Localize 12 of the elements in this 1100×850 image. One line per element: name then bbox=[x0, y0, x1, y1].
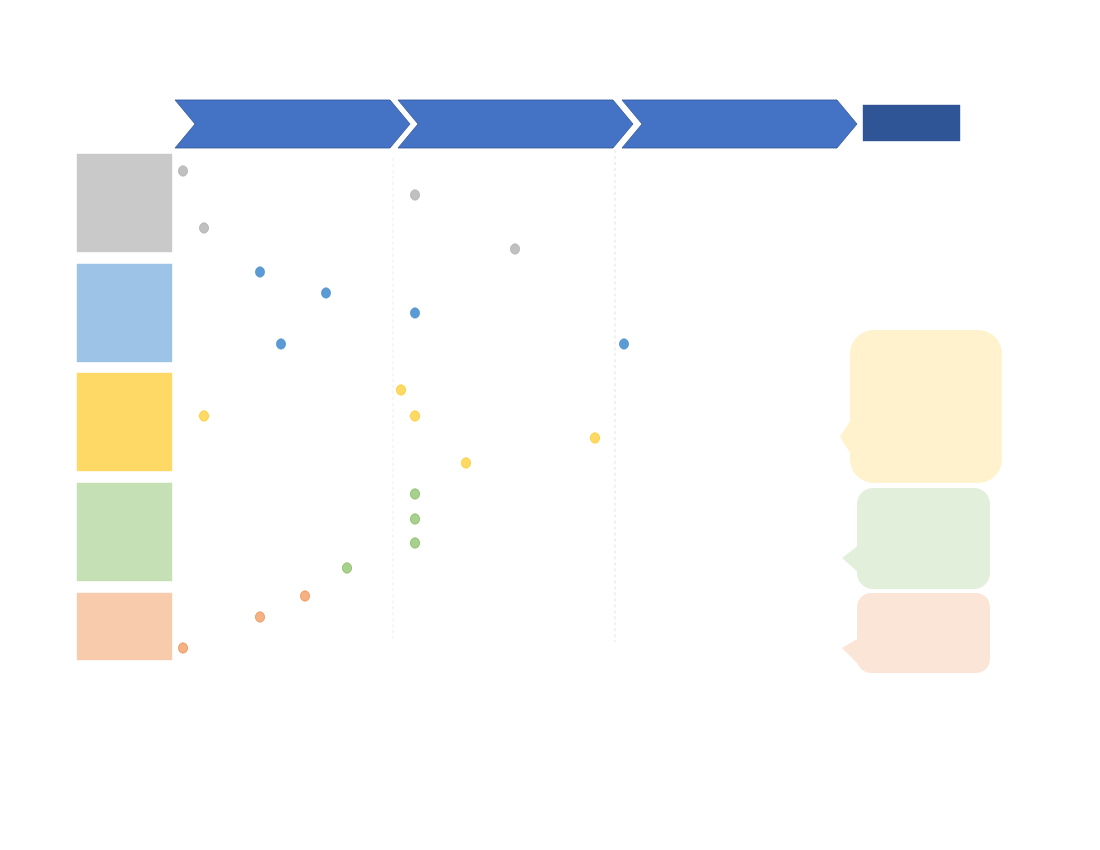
row-box bbox=[76, 482, 173, 582]
process-step-band bbox=[397, 99, 634, 149]
row-box bbox=[76, 263, 173, 363]
process-step-band bbox=[174, 99, 411, 149]
speech-bubble bbox=[842, 593, 990, 673]
header-box bbox=[862, 104, 961, 142]
row-box bbox=[76, 592, 173, 661]
row-box bbox=[76, 153, 173, 253]
row-box bbox=[76, 372, 173, 472]
speech-bubble bbox=[840, 330, 1002, 483]
speech-bubble bbox=[842, 488, 990, 589]
process-step-band bbox=[621, 99, 858, 149]
